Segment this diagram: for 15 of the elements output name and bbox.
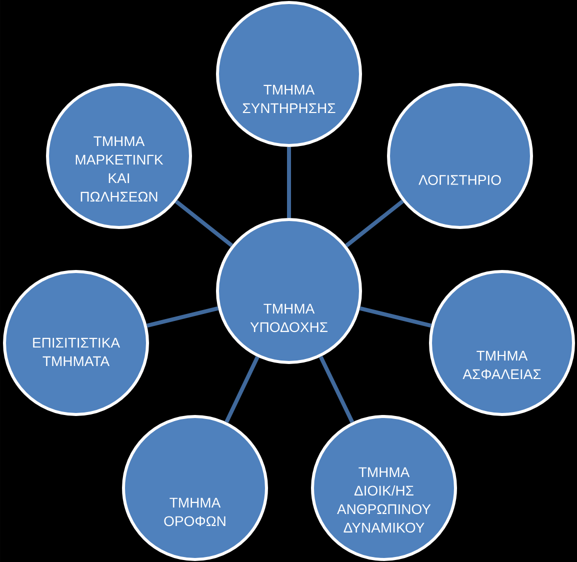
circle-node: ΕΠΙΣΙΤΙΣΤΙΚΑ ΤΜΗΜΑΤΑ — [3, 270, 149, 416]
circle-node: ΤΜΗΜΑ ΔΙΟΙΚ/ΗΣ ΑΝΘΡΩΠΙΝΟΥ ΔΥΝΑΜΙΚΟΥ — [311, 414, 457, 561]
connector-line — [318, 356, 354, 424]
circle-node: ΤΜΗΜΑ ΟΡΟΦΩΝ — [122, 414, 268, 561]
circle-node: ΤΜΗΜΑ ΑΣΦΑΛΕΙΑΣ — [429, 270, 575, 416]
connector-line — [287, 147, 291, 218]
circle-node: ΤΜΗΜΑ ΥΠΟΔΟΧΗΣ — [216, 218, 362, 364]
connector-line — [359, 306, 432, 328]
circle-node: ΤΜΗΜΑ ΣΥΝΤΗΡΗΣΗΣ — [216, 1, 362, 147]
connector-line — [174, 200, 234, 248]
connector-line — [146, 306, 219, 328]
connector-line — [345, 200, 404, 248]
connector-line — [224, 356, 260, 423]
circle-node: ΛΟΓΙΣΤΗΡΙΟ — [387, 82, 533, 229]
circle-node: ΤΜΗΜΑ ΜΑΡΚΕΤΙΝΓΚ ΚΑΙ ΠΩΛΗΣΕΩΝ — [46, 82, 192, 229]
